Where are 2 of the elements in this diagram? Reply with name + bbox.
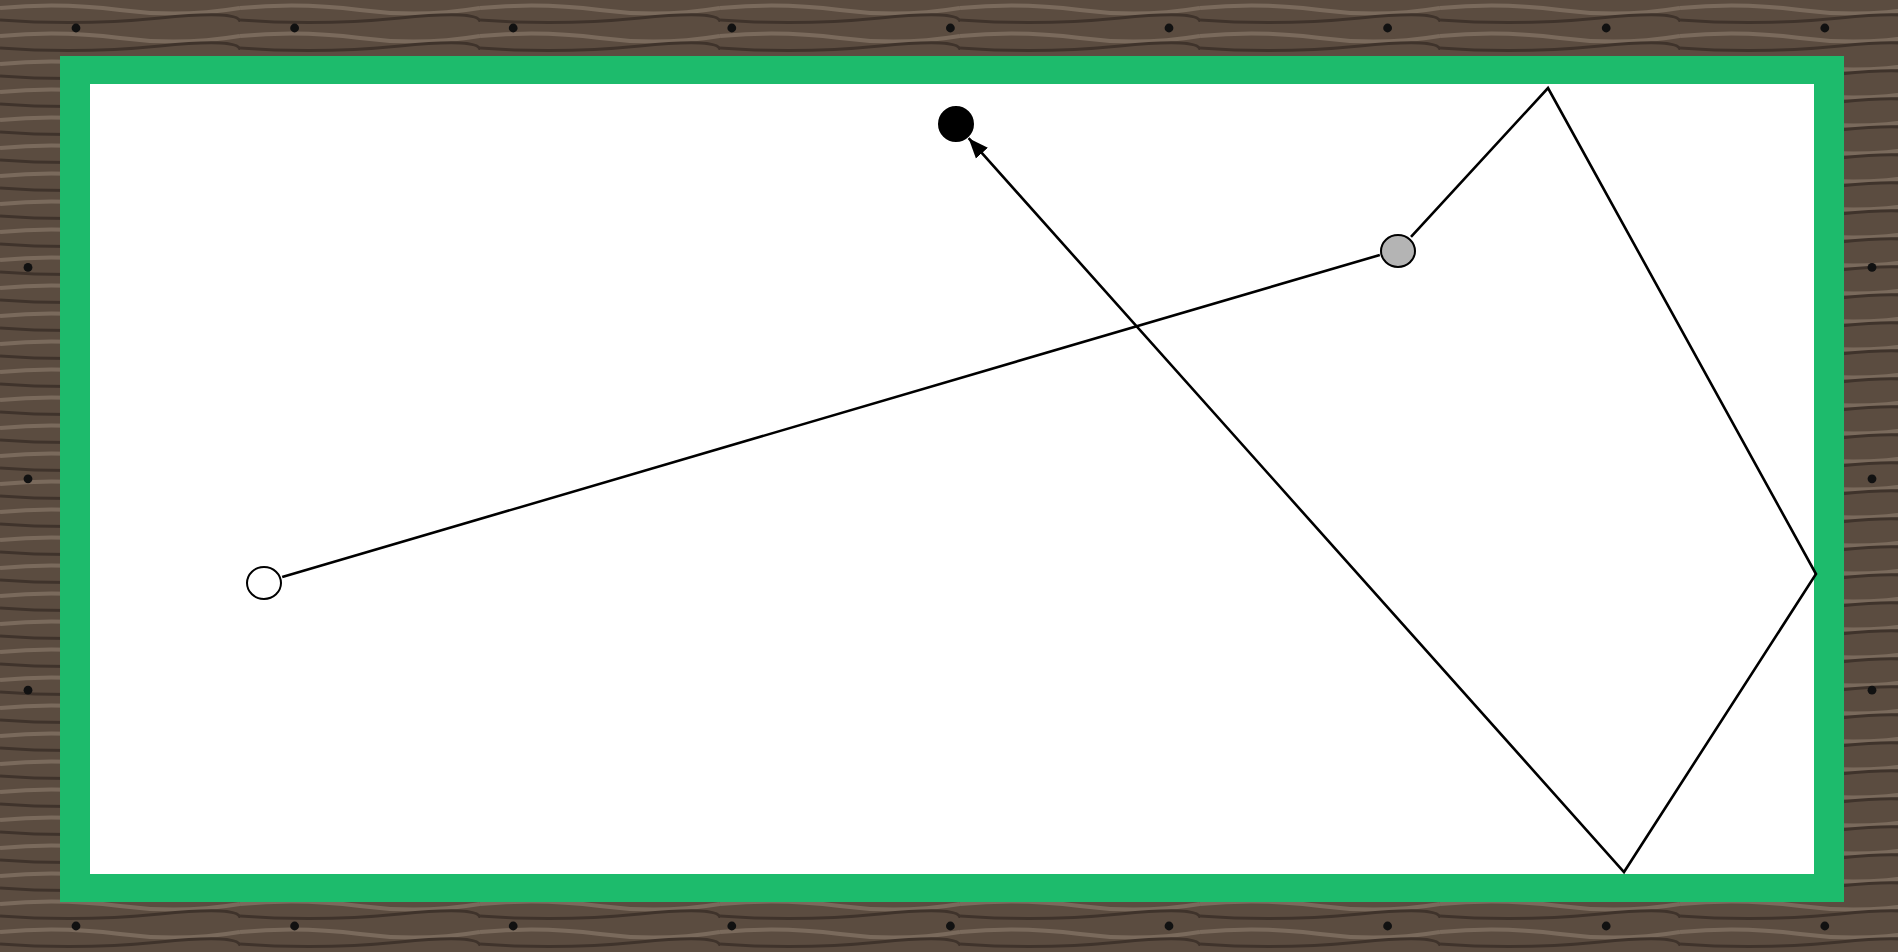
path-line: [281, 253, 1381, 579]
arrow: [967, 85, 1818, 875]
